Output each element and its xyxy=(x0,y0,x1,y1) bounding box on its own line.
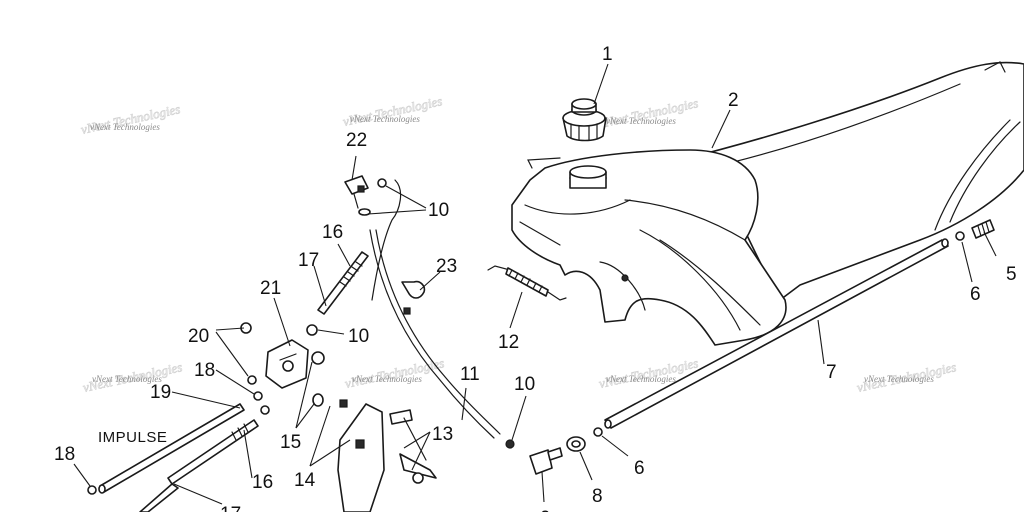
callout-11: 11 xyxy=(460,364,480,385)
callout-17a: 17 xyxy=(298,250,319,271)
callout-17b: 17 xyxy=(220,504,241,512)
lower-rods xyxy=(87,391,270,512)
spring-fastener-5 xyxy=(955,219,995,241)
callout-23: 23 xyxy=(436,256,457,277)
callout-13: 13 xyxy=(432,424,453,445)
callout-1: 1 xyxy=(602,44,613,65)
fuel-line-11 xyxy=(369,179,501,439)
upper-rods-16-17 xyxy=(306,251,369,336)
callout-8: 8 xyxy=(592,486,603,507)
callout-22: 22 xyxy=(346,130,367,151)
watermark-7: vNext Technologies xyxy=(606,374,676,384)
callout-6b: 6 xyxy=(634,458,645,479)
callout-14: 14 xyxy=(294,470,316,491)
fuel-tank xyxy=(511,149,787,346)
watermark-6: vNext Technologies xyxy=(352,374,422,384)
callout-21: 21 xyxy=(260,278,281,299)
callout-5: 5 xyxy=(1006,264,1017,285)
watermark-1: vNext Technologies xyxy=(90,122,160,132)
callout-18a: 18 xyxy=(194,360,215,381)
callouts: 1 2 5 6 6 7 8 9 10 10 10 11 12 13 14 15 … xyxy=(54,44,1017,512)
fuel-cap xyxy=(562,98,607,142)
callout-20: 20 xyxy=(188,326,209,347)
callout-9: 9 xyxy=(540,508,551,512)
watermark-3: vNext Technologies xyxy=(606,116,676,126)
callout-16a: 16 xyxy=(322,222,343,243)
callout-19: 19 xyxy=(150,382,171,403)
callout-10a: 10 xyxy=(428,200,449,221)
watermark-5: vNext Technologies xyxy=(92,374,162,384)
callout-18b: 18 xyxy=(54,444,75,465)
watermark-2: vNext Technologies xyxy=(350,114,420,124)
valve-21 xyxy=(240,322,325,407)
callout-16b: 16 xyxy=(252,472,273,493)
callout-15: 15 xyxy=(280,432,301,453)
callout-2: 2 xyxy=(728,90,739,111)
model-caption: IMPULSE xyxy=(98,429,167,446)
bracket-13-14 xyxy=(337,399,437,512)
petcock-22 xyxy=(344,175,387,216)
callout-10c: 10 xyxy=(514,374,535,395)
spring-12 xyxy=(487,265,567,301)
rod-7 xyxy=(593,238,949,437)
callout-7: 7 xyxy=(826,362,837,383)
callout-10b: 10 xyxy=(348,326,369,347)
callout-12: 12 xyxy=(498,332,519,353)
callout-6a: 6 xyxy=(970,284,981,305)
fittings-8-9 xyxy=(505,436,586,475)
watermark-8: vNext Technologies xyxy=(864,374,934,384)
clip-23 xyxy=(401,280,426,315)
leader-lines xyxy=(73,63,997,505)
